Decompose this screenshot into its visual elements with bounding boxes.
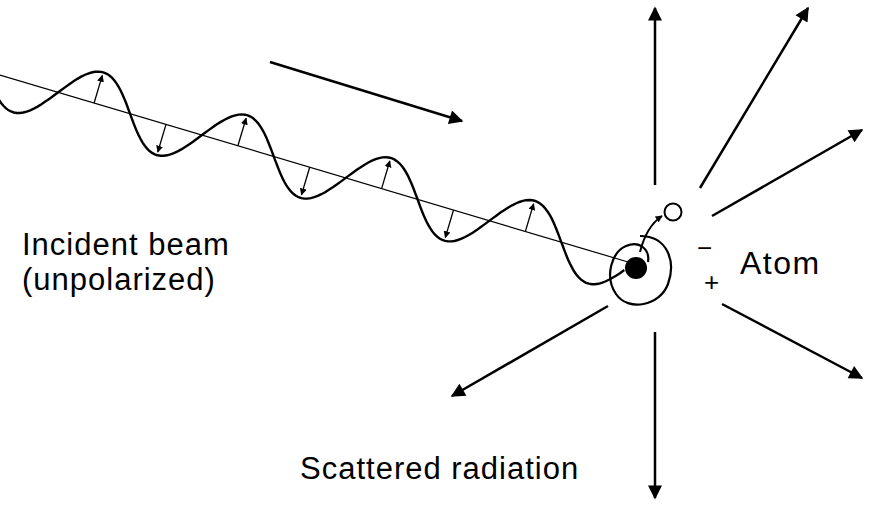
text-label: Incident beam (unpolarized) [22,228,292,297]
scatter-arrow [654,8,657,185]
propagation-arrow [270,62,462,121]
electron [665,204,682,221]
scatter-arrow [654,332,657,498]
nucleus [625,257,647,279]
electron-motion-arrow [640,216,662,252]
text-label: + [704,268,719,297]
field-vector [525,204,533,232]
text-label: − [697,234,712,263]
field-vector [158,124,166,152]
text-label: Atom [740,246,821,282]
field-vector [445,210,453,238]
field-vector [382,161,390,189]
scatter-arrow [722,304,862,378]
scatter-arrow [712,130,862,216]
field-vector [302,167,310,195]
scatter-arrow [452,306,608,396]
scattered-arrows [452,8,862,498]
electron-orbit [610,236,671,305]
field-vector [238,118,246,146]
scatter-arrow [700,8,808,188]
text-label: Scattered radiation [300,452,579,487]
field-vector [94,75,102,103]
